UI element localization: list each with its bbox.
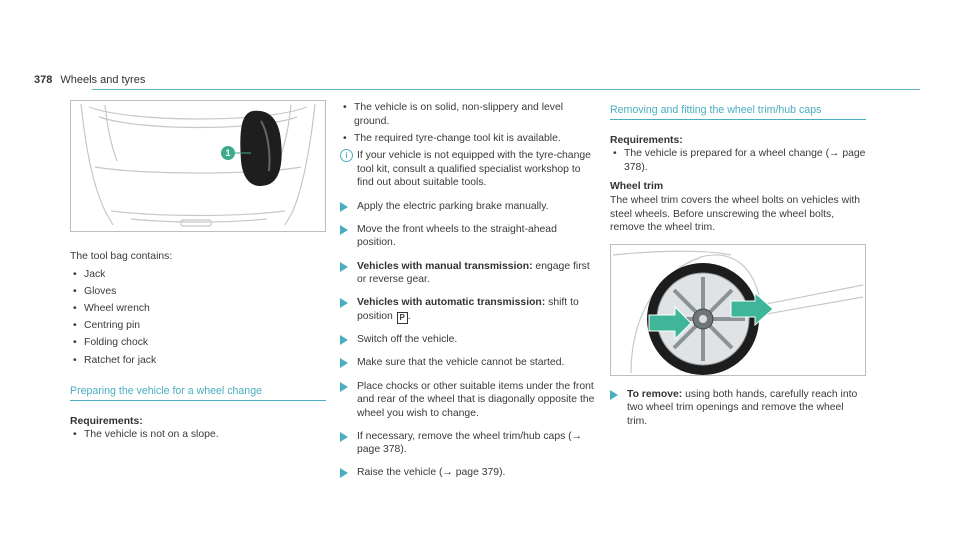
step-arrow-icon (340, 261, 348, 272)
wheel-trim-heading: Wheel trim (610, 181, 664, 193)
step-arrow-icon (340, 201, 348, 212)
tool-bag-intro: The tool bag contains: (70, 251, 173, 262)
requirements-list: The vehicle is prepared for a wheel chan… (610, 147, 866, 174)
park-position-icon: P (396, 311, 408, 324)
column-3: Removing and fitting the wheel trim/hub … (610, 104, 866, 438)
step-arrow-icon (340, 358, 348, 369)
page-header: 378 Wheels and tyres (34, 74, 145, 86)
step-text: Apply the electric parking brake manuall… (357, 200, 549, 212)
step-condition: Vehicles with automatic transmission: (357, 297, 546, 309)
step-item: Raise the vehicle (→ page 379). (340, 466, 598, 480)
step-arrow-icon (610, 389, 618, 400)
step-text: shift to position (357, 297, 579, 322)
info-icon: i (340, 148, 353, 162)
list-item: The vehicle is prepared for a wheel chan… (610, 147, 866, 174)
list-item: The required tyre-change tool kit is ava… (340, 132, 598, 146)
step-text: using both hands, carefully reach into t… (627, 388, 858, 427)
page-number: 378 (34, 74, 53, 86)
step-text: Move the front wheels to the straight-ah… (357, 223, 557, 249)
requirements-list: The vehicle is not on a slope. (70, 428, 326, 442)
section-title-wheel-trim: Removing and fitting the wheel trim/hub … (610, 104, 866, 120)
tool-bag-list: Jack Gloves Wheel wrench Centring pin Fo… (70, 268, 326, 368)
list-item: The vehicle is not on a slope. (70, 428, 326, 442)
requirements-heading: Requirements: (70, 415, 143, 427)
note-text: If your vehicle is not equipped with the… (357, 149, 591, 189)
step-arrow-icon (340, 468, 348, 479)
list-item: The vehicle is on solid, non-slippery an… (340, 101, 598, 128)
step-list: Apply the electric parking brake manuall… (340, 200, 598, 480)
step-item: If necessary, remove the wheel trim/hub … (340, 430, 598, 457)
step-item: Make sure that the vehicle cannot be sta… (340, 356, 598, 370)
list-item: Centring pin (70, 319, 326, 333)
step-arrow-icon (340, 381, 348, 392)
list-item: Wheel wrench (70, 302, 326, 316)
note: i If your vehicle is not equipped with t… (340, 148, 598, 190)
step-arrow-icon (340, 335, 348, 346)
step-arrow-icon (340, 431, 348, 442)
step-condition: To remove: (627, 388, 683, 400)
step-item: Vehicles with automatic transmission: sh… (340, 296, 598, 324)
step-item: Vehicles with manual transmission: engag… (340, 260, 598, 287)
step-arrow-icon (340, 224, 348, 235)
column-1: 1 The tool bag contains: Jack Gloves Whe… (70, 100, 326, 446)
step-text: Make sure that the vehicle cannot be sta… (357, 357, 565, 369)
page-section-title: Wheels and tyres (60, 74, 146, 86)
wheel-trim-illustration (610, 243, 866, 376)
step-item: Switch off the vehicle. (340, 333, 598, 347)
header-divider (92, 89, 920, 90)
step-text: Place chocks or other suitable items und… (357, 380, 595, 419)
step-item: Move the front wheels to the straight-ah… (340, 223, 598, 250)
step-item: To remove: using both hands, carefully r… (610, 388, 866, 429)
list-item: Folding chock (70, 336, 326, 350)
step-item: Apply the electric parking brake manuall… (340, 200, 598, 214)
requirements-list-continued: The vehicle is on solid, non-slippery an… (340, 101, 598, 145)
requirements-heading: Requirements: (610, 134, 683, 146)
section-title-preparing: Preparing the vehicle for a wheel change (70, 385, 326, 401)
step-text: Switch off the vehicle. (357, 334, 458, 346)
figure-callout-1: 1 (225, 148, 230, 158)
step-text: If necessary, remove the wheel trim/hub … (357, 430, 583, 456)
step-text-end: . (407, 310, 411, 322)
list-item: Ratchet for jack (70, 354, 326, 368)
list-item: Gloves (70, 285, 326, 299)
step-text: Raise the vehicle (→ page 379). (357, 467, 506, 479)
list-item: Jack (70, 268, 326, 282)
step-arrow-icon (340, 298, 348, 309)
step-list: To remove: using both hands, carefully r… (610, 388, 866, 429)
wheel-trim-text: The wheel trim covers the wheel bolts on… (610, 194, 861, 234)
step-text: engage first or reverse gear. (357, 260, 590, 286)
step-condition: Vehicles with manual transmission: (357, 260, 533, 272)
trunk-tool-bag-illustration: 1 (70, 100, 326, 232)
column-2: The vehicle is on solid, non-slippery an… (340, 101, 598, 490)
step-item: Place chocks or other suitable items und… (340, 380, 598, 421)
